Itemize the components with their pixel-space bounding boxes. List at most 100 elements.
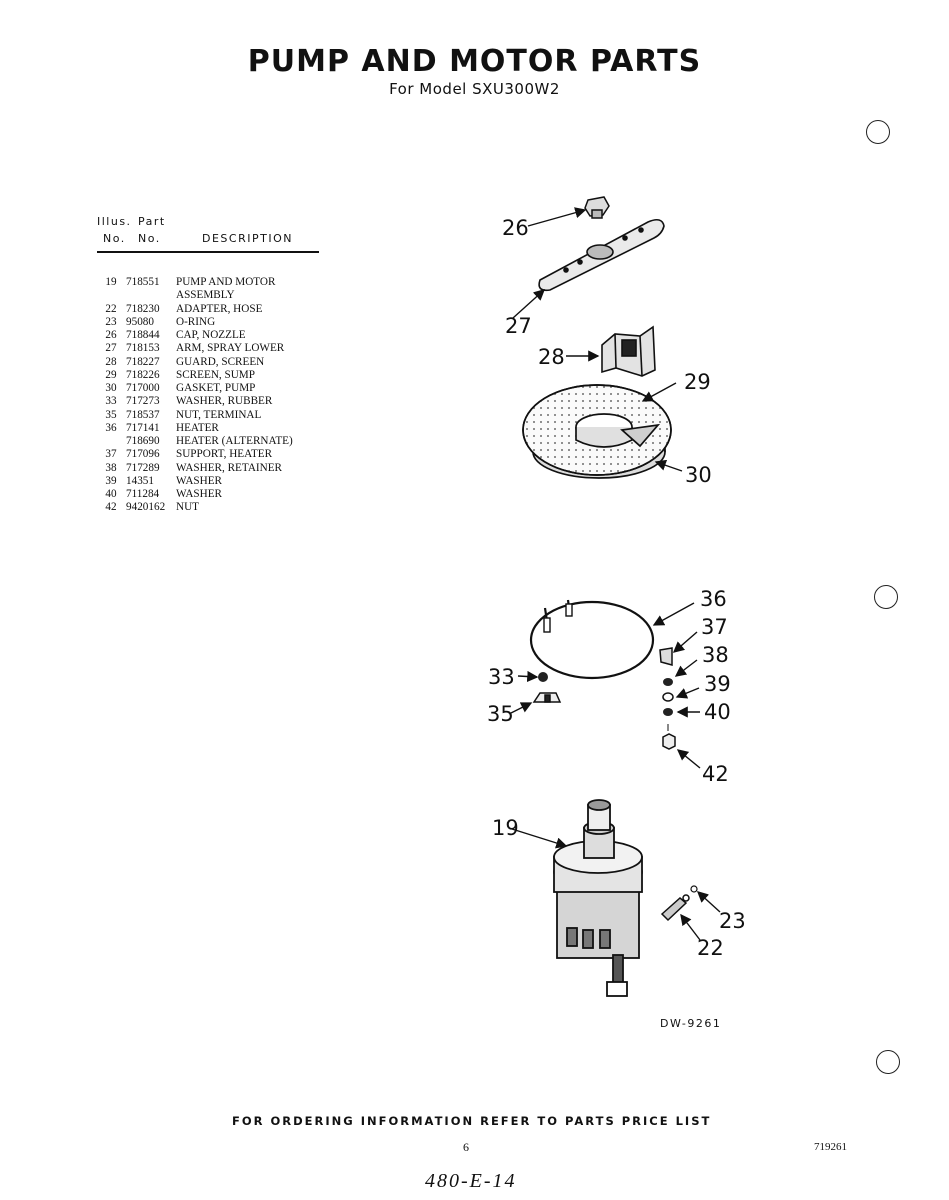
description-cell: ADAPTER, HOSE [176,302,263,315]
ordering-footer: FOR ORDERING INFORMATION REFER TO PARTS … [232,1114,712,1128]
description-cell: NUT, TERMINAL [176,408,262,421]
description-header: DESCRIPTION [202,232,293,245]
document-number: 719261 [814,1141,847,1153]
illus-header-top: Illus. [97,215,132,228]
part-number-cell: 717289 [126,461,160,474]
callout-38: 38 [702,643,729,667]
description-cell: HEATER [176,421,219,434]
part-number-cell: 718551 [126,276,160,288]
callout-40: 40 [704,700,731,724]
callout-36: 36 [700,587,727,611]
page-subtitle: For Model SXU300W2 [389,80,560,98]
description-cell: SCREEN, SUMP [176,368,255,381]
illus-number-cell: 22 [105,302,117,315]
callout-28: 28 [538,345,565,369]
callout-37: 37 [701,615,728,639]
illus-number-cell: 37 [105,448,117,461]
description-cell: HEATER (ALTERNATE) [176,435,293,447]
heater-terminals [543,603,573,633]
part-number-cell: 717096 [126,448,160,461]
heater-element-part [529,599,655,680]
description-cell: ASSEMBLY [176,289,235,302]
description-cell: WASHER [176,474,222,487]
description-cell: SUPPORT, HEATER [176,448,273,461]
illus-number-cell: 19 [105,276,117,288]
washer-39-part [662,692,674,702]
illus-number-cell: 42 [105,501,117,514]
part-header-top: Part [138,215,166,228]
illus-number-cell: 27 [105,342,117,355]
screen-guard-part [601,325,656,377]
part-number-cell: 9420162 [126,501,166,514]
washer-40-part [663,708,673,716]
description-cell: O-RING [176,315,216,328]
description-cell: WASHER [176,488,222,500]
page-number: 6 [463,1140,469,1154]
nozzle-cap-part [584,196,610,219]
illus-number-cell: 39 [105,474,117,487]
description-cell: WASHER, RUBBER [176,395,273,408]
callout-22: 22 [697,936,724,960]
punch-hole-middle [874,585,898,609]
part-number-cell: 14351 [126,474,154,487]
pump-motor-assembly-part [553,799,643,997]
part-number-cell: 95080 [126,315,154,328]
description-cell: NUT [176,501,199,514]
punch-hole-top [866,120,890,144]
retainer-washer-part [663,678,673,686]
description-cell: GUARD, SCREEN [176,355,265,368]
part-number-cell: 718230 [126,302,160,315]
illus-number-cell: 40 [105,488,117,500]
illus-number-cell: 28 [105,355,117,368]
part-number-cell: 718844 [126,329,160,341]
sump-screen-part [522,384,672,479]
description-cell: CAP, NOZZLE [176,329,246,341]
header-rule [97,251,319,253]
part-no-header: No. [138,232,161,245]
description-cell: PUMP AND MOTOR [176,276,276,288]
callout-35: 35 [487,702,514,726]
callout-39: 39 [704,672,731,696]
illus-number-cell: 36 [105,421,117,434]
part-number-cell: 717000 [126,382,160,394]
part-number-cell: 718690 [126,435,160,447]
part-number-cell: 718537 [126,408,160,421]
illus-number-cell: 30 [105,382,117,394]
terminal-nut-part [532,692,562,703]
callout-19: 19 [492,816,519,840]
callout-30: 30 [685,463,712,487]
illus-number-cell: 26 [105,329,117,341]
illus-number-cell: 35 [105,408,117,421]
spray-arm-part [538,218,665,292]
callout-26: 26 [502,216,529,240]
hose-adapter-part [660,894,690,922]
drawing-number: DW-9261 [660,1017,722,1030]
callout-27: 27 [505,314,532,338]
illus-number-cell: 38 [105,461,117,474]
illus-number-cell: 29 [105,368,117,381]
callout-29: 29 [684,370,711,394]
part-number-cell: 717273 [126,395,160,408]
part-number-cell: 718153 [126,342,160,355]
handwritten-note: 480-E-14 [425,1170,517,1192]
rubber-washer-part [538,672,548,682]
page-title: PUMP AND MOTOR PARTS [247,44,702,79]
description-cell: WASHER, RETAINER [176,461,283,474]
nut-42-part [662,733,676,750]
description-cell: GASKET, PUMP [176,382,256,394]
part-number-cell: 718227 [126,355,160,368]
part-number-cell: 717141 [126,421,160,434]
callout-33: 33 [488,665,515,689]
part-number-cell: 711284 [126,488,160,500]
heater-support-part [659,647,673,666]
description-cell: ARM, SPRAY LOWER [176,342,285,355]
punch-hole-bottom [876,1050,900,1074]
illus-number-cell: 33 [105,395,117,408]
callout-42: 42 [702,762,729,786]
illus-number-cell: 23 [105,315,117,328]
o-ring-part [690,885,698,893]
illus-no-header: No. [103,232,126,245]
callout-23: 23 [719,909,746,933]
part-number-cell: 718226 [126,368,160,381]
